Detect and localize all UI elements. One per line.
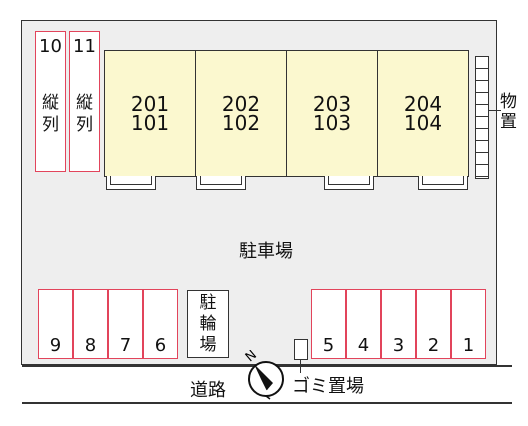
road-label: 道路 [190,380,226,401]
vertical-parking-11: 11 縦 列 [69,31,100,172]
storage-leader-line [489,110,501,111]
road-edge-bottom [22,402,512,404]
storage-label: 物置 [500,92,517,132]
vertical-parking-number: 10 [39,36,62,57]
balcony [418,176,468,190]
parking-slot-2: 2 [416,289,451,359]
storage-shelf [475,56,489,179]
compass-icon: N [243,350,284,400]
parking-label: 駐車場 [239,241,293,262]
parking-slot-5: 5 [311,289,346,359]
garbage-box [294,339,308,360]
parking-slot-6: 6 [143,289,178,359]
parking-slot-8: 8 [73,289,108,359]
parking-slot-1: 1 [451,289,486,359]
vertical-parking-label: 縦 列 [42,93,59,135]
parking-slot-3: 3 [381,289,416,359]
balcony [106,176,156,190]
vertical-parking-10: 10 縦 列 [35,31,66,172]
parking-slot-7: 7 [108,289,143,359]
parking-slot-9: 9 [38,289,73,359]
balcony [324,176,374,190]
garbage-label: ゴミ置場 [292,376,364,397]
compass-north-letter: N [243,350,260,365]
balcony [196,176,246,190]
vertical-parking-label: 縦 列 [76,93,93,135]
vertical-parking-number: 11 [73,36,96,57]
parking-slot-4: 4 [346,289,381,359]
bicycle-parking: 駐 輪 場 [187,290,229,358]
